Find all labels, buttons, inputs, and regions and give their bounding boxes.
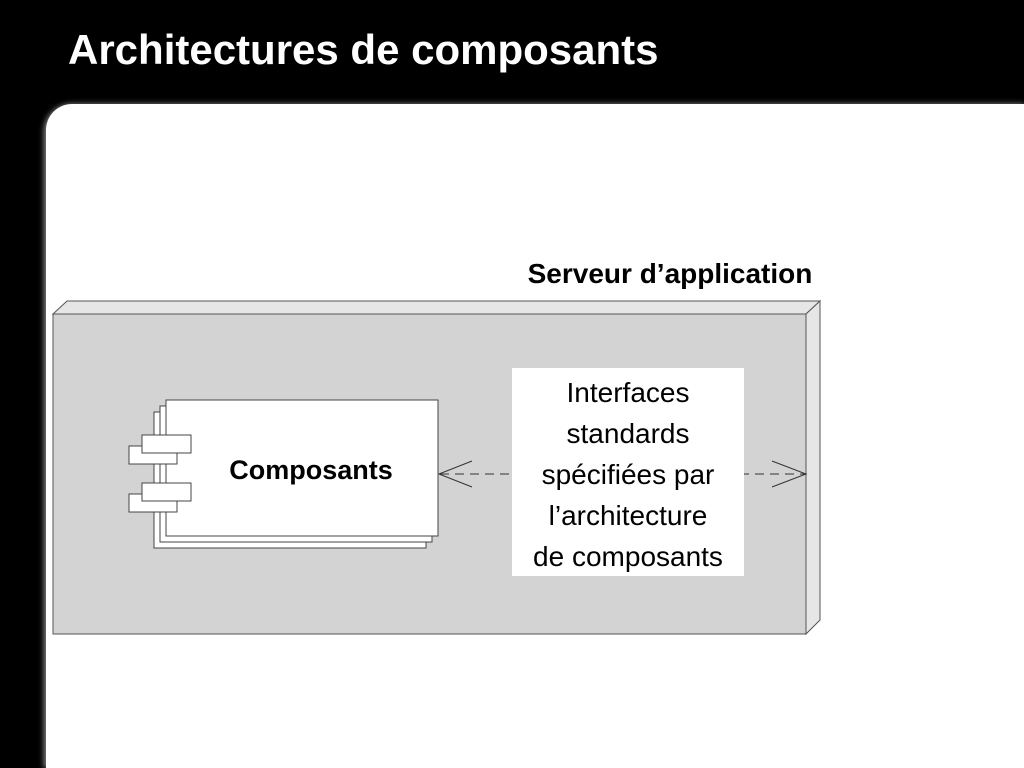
server-node-top-face <box>51 300 822 315</box>
interfaces-note-line: de composants <box>533 541 723 572</box>
component-port-bottom <box>141 482 192 502</box>
server-node-label: Serveur d’application <box>527 258 813 289</box>
interfaces-note: Interfaces standards spécifiées par l’ar… <box>512 368 744 576</box>
interfaces-note-line: l’architecture <box>548 500 708 531</box>
component-symbol <box>128 399 439 549</box>
component-port-top <box>141 434 192 454</box>
arrowhead-left <box>437 460 473 488</box>
server-node-side-face <box>805 299 821 636</box>
slide-title: Architectures de composants <box>68 26 659 73</box>
component-label: Composants <box>229 455 393 485</box>
component-body <box>165 399 439 537</box>
interfaces-note-line: standards <box>566 418 690 449</box>
interfaces-note-text: Interfaces standards spécifiées par l’ar… <box>512 372 744 577</box>
interfaces-note-line: Interfaces <box>566 377 690 408</box>
interfaces-note-line: spécifiées par <box>541 459 715 490</box>
arrowhead-right <box>771 460 808 488</box>
